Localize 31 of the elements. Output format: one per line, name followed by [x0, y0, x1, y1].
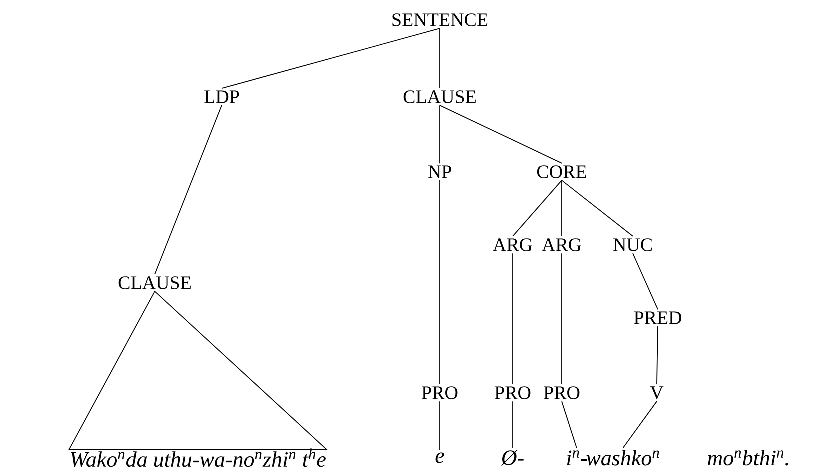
word-text: e	[436, 452, 444, 464]
category-label: PRED	[634, 312, 682, 324]
tree-branch	[440, 105, 562, 164]
category-label: PRO	[544, 386, 580, 400]
category-label: CORE	[537, 166, 586, 178]
category-label: NP	[428, 166, 452, 178]
category-label: PRO	[422, 386, 458, 400]
word-text: i$^{n}$-	[567, 450, 588, 466]
category-label: LDP	[204, 90, 240, 104]
category-label: SENTENCE	[392, 14, 488, 26]
tree-branch	[622, 401, 658, 448]
tree-branch	[512, 180, 562, 237]
tree-branch	[562, 180, 634, 237]
category-label: ARG	[542, 238, 582, 252]
tree-branch	[512, 401, 514, 448]
tree-branch	[632, 253, 658, 310]
phrase-text: Wako$^{n}$da uthu-wa-no$^{n}$zhi$^{n}$ t$^{h}$e	[71, 448, 326, 468]
tree-branch	[222, 28, 440, 89]
category-label: CLAUSE	[404, 90, 476, 104]
category-label: ARG	[493, 238, 532, 252]
word-text: Ø-	[501, 450, 524, 466]
tree-branch	[656, 326, 658, 385]
tree-branch	[562, 401, 578, 449]
category-label: NUC	[614, 238, 652, 252]
category-label: PRO	[495, 386, 531, 400]
tree-branch	[154, 104, 222, 275]
category-label: CLAUSE	[118, 276, 191, 290]
category-label: V	[650, 386, 664, 400]
word-text: washko$^{n}$	[586, 450, 660, 466]
tree-branch	[512, 253, 514, 385]
word-text: mo$^{n}$bthi$^{n}$.	[708, 450, 788, 466]
